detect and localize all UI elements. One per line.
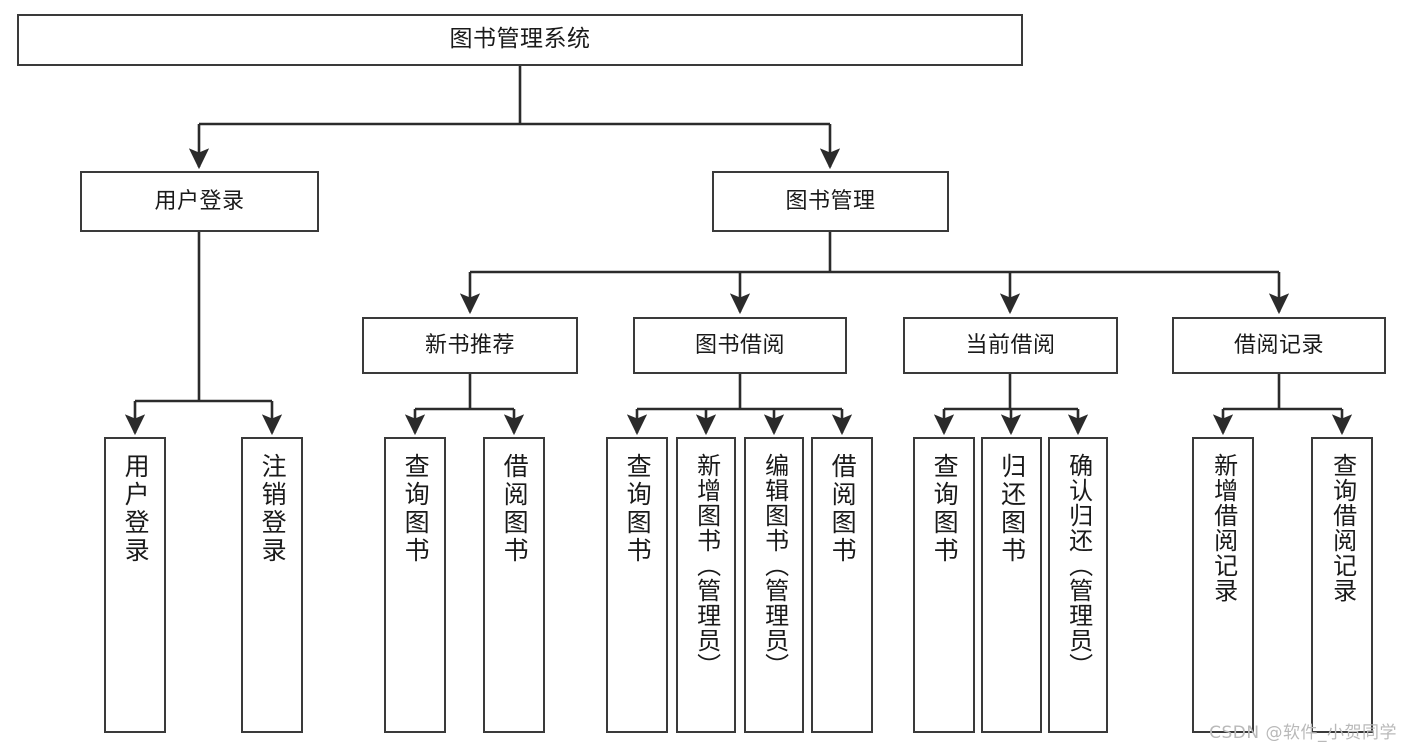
- node-leaf-edit-book-admin[interactable]: 编辑图书（管理员）: [744, 437, 804, 733]
- node-label: 借阅图书: [828, 453, 858, 565]
- node-leaf-confirm-return-admin[interactable]: 确认归还（管理员）: [1048, 437, 1108, 733]
- node-borrow-record[interactable]: 借阅记录: [1172, 317, 1386, 374]
- node-label: 借阅图书: [500, 453, 530, 565]
- node-label: 新增图书（管理员）: [692, 453, 721, 678]
- node-label: 用户登录: [121, 453, 151, 565]
- node-leaf-user-login[interactable]: 用户登录: [104, 437, 166, 733]
- node-label: 图书借阅: [694, 332, 785, 358]
- node-label: 查询借阅记录: [1328, 453, 1357, 603]
- node-leaf-add-book-admin[interactable]: 新增图书（管理员）: [676, 437, 736, 733]
- node-book-borrow[interactable]: 图书借阅: [633, 317, 847, 374]
- node-label: 图书管理: [785, 188, 876, 214]
- node-label: 查询图书: [401, 453, 431, 565]
- node-user-login[interactable]: 用户登录: [80, 171, 319, 232]
- node-leaf-query-borrow-record[interactable]: 查询借阅记录: [1311, 437, 1373, 733]
- node-leaf-query-book-borrow[interactable]: 查询图书: [606, 437, 668, 733]
- node-label: 查询图书: [623, 453, 653, 565]
- node-label: 编辑图书（管理员）: [760, 453, 789, 678]
- node-new-book-recommendation[interactable]: 新书推荐: [362, 317, 578, 374]
- node-leaf-user-logout[interactable]: 注销登录: [241, 437, 303, 733]
- node-label: 确认归还（管理员）: [1064, 453, 1093, 678]
- node-leaf-add-borrow-record[interactable]: 新增借阅记录: [1192, 437, 1254, 733]
- node-leaf-borrow-book[interactable]: 借阅图书: [811, 437, 873, 733]
- node-label: 新增借阅记录: [1209, 453, 1238, 603]
- node-leaf-borrow-book-recommendation[interactable]: 借阅图书: [483, 437, 545, 733]
- node-label: 图书管理系统: [449, 26, 591, 53]
- node-label: 借阅记录: [1233, 332, 1324, 358]
- node-label: 注销登录: [258, 453, 288, 565]
- node-label: 归还图书: [997, 453, 1027, 565]
- node-leaf-query-book-recommendation[interactable]: 查询图书: [384, 437, 446, 733]
- node-leaf-query-book-current[interactable]: 查询图书: [913, 437, 975, 733]
- node-label: 查询图书: [930, 453, 960, 565]
- node-label: 用户登录: [154, 188, 245, 214]
- node-label: 当前借阅: [965, 332, 1056, 358]
- node-leaf-return-book[interactable]: 归还图书: [981, 437, 1042, 733]
- node-book-management[interactable]: 图书管理: [712, 171, 949, 232]
- node-root-book-management-system[interactable]: 图书管理系统: [17, 14, 1023, 66]
- node-current-borrow[interactable]: 当前借阅: [903, 317, 1118, 374]
- watermark-text: CSDN @软件_小贺同学: [1209, 723, 1397, 743]
- node-label: 新书推荐: [424, 332, 515, 358]
